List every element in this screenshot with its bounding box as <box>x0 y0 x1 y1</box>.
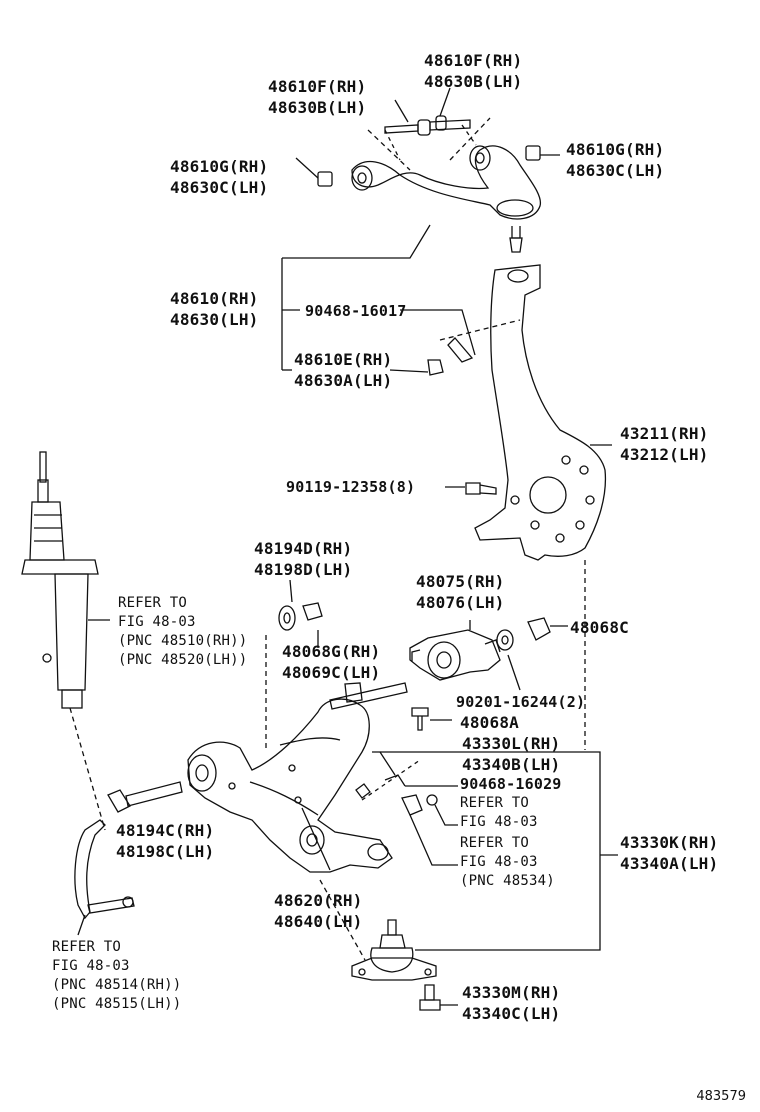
part-number: 48630(LH) <box>170 310 259 329</box>
label-upper-bushing-right: 48610G(RH) 48630C(LH) <box>566 139 664 181</box>
label-lower-arm-bolt: 48194C(RH) 48198C(LH) <box>116 820 214 862</box>
ref-text: REFER TO <box>460 835 530 851</box>
ref-text: REFER TO <box>52 939 122 955</box>
part-number: 48075(RH) <box>416 572 505 591</box>
part-number: 48068A <box>460 713 519 732</box>
ref-text: FIG 48-03 <box>460 854 538 870</box>
label-bolt-48068a: 48068A <box>460 712 519 733</box>
strut-bracket <box>409 629 501 681</box>
part-number: 48630B(LH) <box>424 72 523 91</box>
part-number: 48610(RH) <box>170 289 259 308</box>
part-number: 43330K(RH) <box>620 833 719 852</box>
part-number: 48194C(RH) <box>116 821 215 840</box>
label-stopper-small: 48194D(RH) 48198D(LH) <box>254 538 352 580</box>
ref-text: REFER TO <box>118 595 188 611</box>
ref-clip-2: REFER TO FIG 48-03 (PNC 48534) <box>460 834 555 891</box>
part-number: 48610E(RH) <box>294 350 393 369</box>
shock-absorber <box>21 451 106 831</box>
label-washer-nut: 90201-16244(2) <box>456 692 585 712</box>
part-number: 48630B(LH) <box>268 98 367 117</box>
label-washer: 48068G(RH) 48069C(LH) <box>282 641 380 683</box>
label-lower-arm: 48620(RH) 48640(LH) <box>274 890 363 932</box>
label-upper-arm-small-bolt: 90468-16017 <box>305 301 407 321</box>
ref-text: (PNC 48514(RH)) <box>52 977 182 993</box>
part-number: 48198C(LH) <box>116 842 215 861</box>
part-number: 43340A(LH) <box>620 854 719 873</box>
part-number: 48068G(RH) <box>282 642 381 661</box>
part-number: 48630A(LH) <box>294 371 393 390</box>
part-number: 90119-12358(8) <box>286 478 416 496</box>
label-knuckle-bolt: 90119-12358(8) <box>286 477 415 497</box>
label-knuckle: 43211(RH) 43212(LH) <box>620 423 709 465</box>
upper-arm-bolts <box>367 115 491 171</box>
part-number: 43330L(RH) <box>462 734 561 753</box>
ref-text: FIG 48-03 <box>460 814 538 830</box>
ref-text: (PNC 48510(RH)) <box>118 633 248 649</box>
label-upper-arm: 48610(RH) 48630(LH) <box>170 288 259 330</box>
ref-text: FIG 48-03 <box>118 614 196 630</box>
part-number: 48198D(LH) <box>254 560 353 579</box>
ref-text: (PNC 48534) <box>460 873 555 889</box>
part-number: 90468-16017 <box>305 302 407 320</box>
part-number: 90201-16244(2) <box>456 693 586 711</box>
part-number: 48069C(LH) <box>282 663 381 682</box>
part-number: 90468-16029 <box>460 775 562 793</box>
label-upper-arm-bolt-top: 48610F(RH) 48630B(LH) <box>424 50 522 92</box>
steering-knuckle <box>474 264 607 561</box>
part-number: 48610G(RH) <box>170 157 269 176</box>
ref-text: REFER TO <box>460 795 530 811</box>
ref-text: (PNC 48520(LH)) <box>118 652 248 668</box>
part-number: 43340C(LH) <box>462 1004 561 1023</box>
upper-control-arm <box>351 145 542 253</box>
ref-text: (PNC 48515(LH)) <box>52 996 182 1012</box>
label-upper-arm-bolt-left: 48610F(RH) 48630B(LH) <box>268 76 366 118</box>
part-number: 48630C(LH) <box>170 178 269 197</box>
ref-shock-absorber: REFER TO FIG 48-03 (PNC 48510(RH)) (PNC … <box>118 594 247 670</box>
part-number: 43212(LH) <box>620 445 709 464</box>
ref-text: FIG 48-03 <box>52 958 130 974</box>
part-number: 48620(RH) <box>274 891 363 910</box>
part-number: 48640(LH) <box>274 912 363 931</box>
label-ball-joint-l: 43330L(RH) 43340B(LH) <box>462 733 560 775</box>
part-number: 48610F(RH) <box>268 77 367 96</box>
part-number: 48076(LH) <box>416 593 505 612</box>
ref-clip-1: REFER TO FIG 48-03 <box>460 794 538 832</box>
label-upper-bushing-left: 48610G(RH) 48630C(LH) <box>170 156 268 198</box>
part-number: 43330M(RH) <box>462 983 561 1002</box>
ref-stabilizer-link: REFER TO FIG 48-03 (PNC 48514(RH)) (PNC … <box>52 938 181 1014</box>
part-number: 48610G(RH) <box>566 140 665 159</box>
label-upper-arm-nut: 48610E(RH) 48630A(LH) <box>294 349 392 391</box>
lower-ball-joint <box>351 919 437 981</box>
figure-number: 483579 <box>696 1089 746 1104</box>
part-number: 43211(RH) <box>620 424 709 443</box>
label-ball-joint-k: 43330K(RH) 43340A(LH) <box>620 832 718 874</box>
label-bushing-48068c: 48068C <box>570 617 629 638</box>
lower-control-arm <box>187 698 393 873</box>
label-strut-bracket: 48075(RH) 48076(LH) <box>416 571 505 613</box>
label-clip: 90468-16029 <box>460 774 562 794</box>
part-number: 48630C(LH) <box>566 161 665 180</box>
upper-arm-bushings <box>317 145 541 187</box>
part-number: 48610F(RH) <box>424 51 523 70</box>
label-ball-joint-bolt: 43330M(RH) 43340C(LH) <box>462 982 560 1024</box>
part-number: 43340B(LH) <box>462 755 561 774</box>
part-number: 48194D(RH) <box>254 539 353 558</box>
part-number: 48068C <box>570 618 629 637</box>
